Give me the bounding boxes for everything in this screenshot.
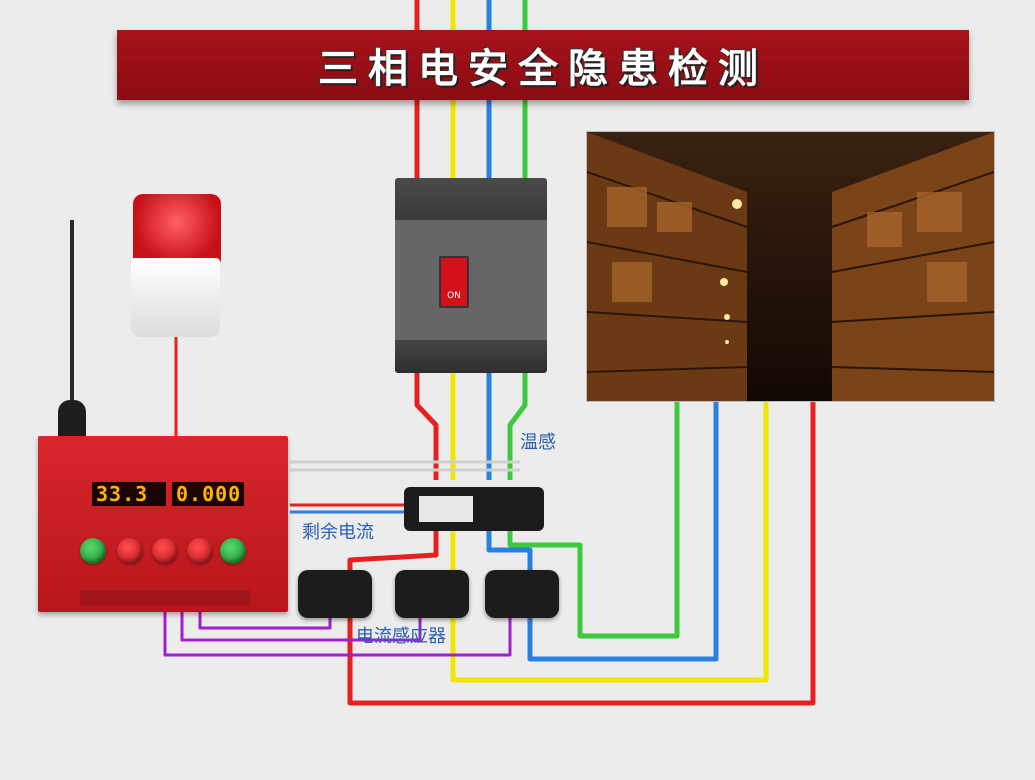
alarm-siren-base	[131, 258, 220, 337]
reset-button[interactable]	[220, 538, 246, 564]
antenna-icon	[70, 220, 74, 420]
warehouse-scene	[587, 132, 994, 401]
wire-red-out	[347, 372, 816, 706]
circuit-breaker: ON	[395, 178, 547, 373]
antenna-base	[58, 400, 86, 436]
setup-button[interactable]	[80, 538, 106, 564]
title-banner: 三相电安全隐患检测	[117, 30, 969, 100]
current-sensor-2	[395, 570, 469, 618]
breaker-handle[interactable]: ON	[439, 256, 469, 308]
breaker-face	[395, 220, 547, 340]
label-current-sensor: 电流感应器	[356, 626, 446, 647]
detector-controller	[38, 436, 288, 612]
alarm-siren-light	[133, 194, 221, 264]
page-title: 三相电安全隐患检测	[318, 46, 768, 92]
up-button[interactable]	[152, 538, 178, 564]
wire-ct-3	[163, 612, 512, 657]
current-sensor-3	[485, 570, 559, 618]
wire-temp	[290, 460, 520, 472]
label-residual-current: 剩余电流	[302, 522, 374, 543]
warehouse-photo	[586, 131, 995, 402]
display-left: 33.3	[92, 482, 166, 506]
controller-slot	[80, 590, 250, 606]
display-right: 0.000	[172, 482, 244, 506]
query-button[interactable]	[187, 538, 213, 564]
wire-ct-2	[180, 612, 422, 642]
wire-ct-1	[198, 612, 332, 630]
current-sensor-1	[298, 570, 372, 618]
down-button[interactable]	[117, 538, 143, 564]
rcd-nameplate	[419, 496, 473, 522]
label-temperature: 温感	[520, 432, 556, 453]
wire-green-out	[507, 372, 680, 639]
